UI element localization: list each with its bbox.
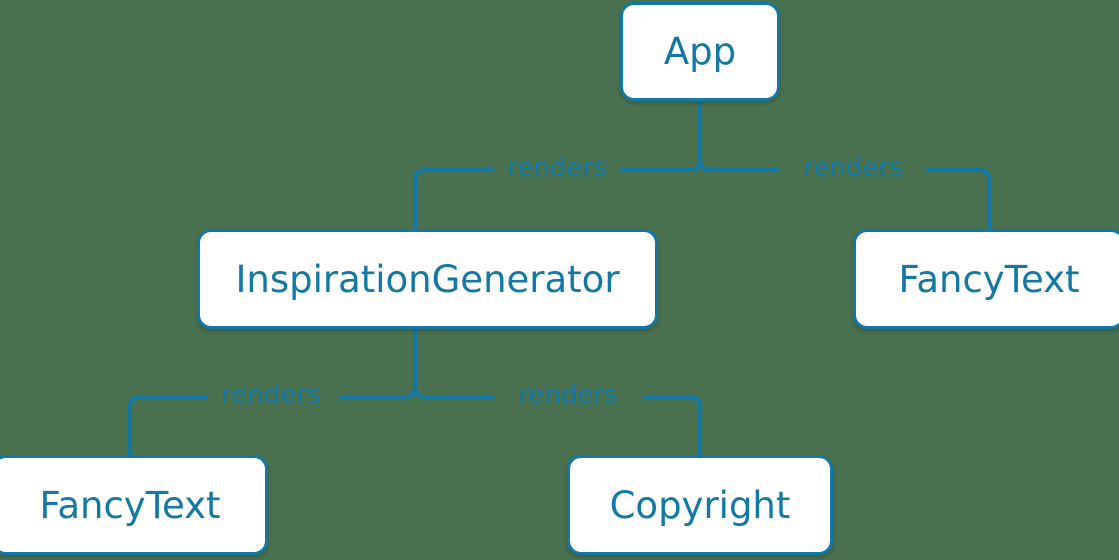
edge-label-app-to-inspiration-generator: renders [507,153,607,183]
node-app-label: App [663,30,737,73]
node-inspiration-generator[interactable]: InspirationGenerator [197,229,658,329]
node-fancytext-bottom-label: FancyText [39,483,221,527]
edge-label-app-to-fancytext-right: renders [803,153,903,183]
node-inspiration-generator-label: InspirationGenerator [235,257,620,301]
node-fancytext-right-label: FancyText [898,257,1080,301]
edge-label-inspiration-generator-to-copyright: renders [518,380,618,410]
edge-label-inspiration-generator-to-fancytext-bottom: renders [221,380,321,410]
node-copyright-label: Copyright [609,483,791,527]
node-app[interactable]: App [620,2,780,101]
node-fancytext-right[interactable]: FancyText [853,229,1119,329]
node-fancytext-bottom[interactable]: FancyText [0,455,268,555]
node-copyright[interactable]: Copyright [567,455,833,555]
